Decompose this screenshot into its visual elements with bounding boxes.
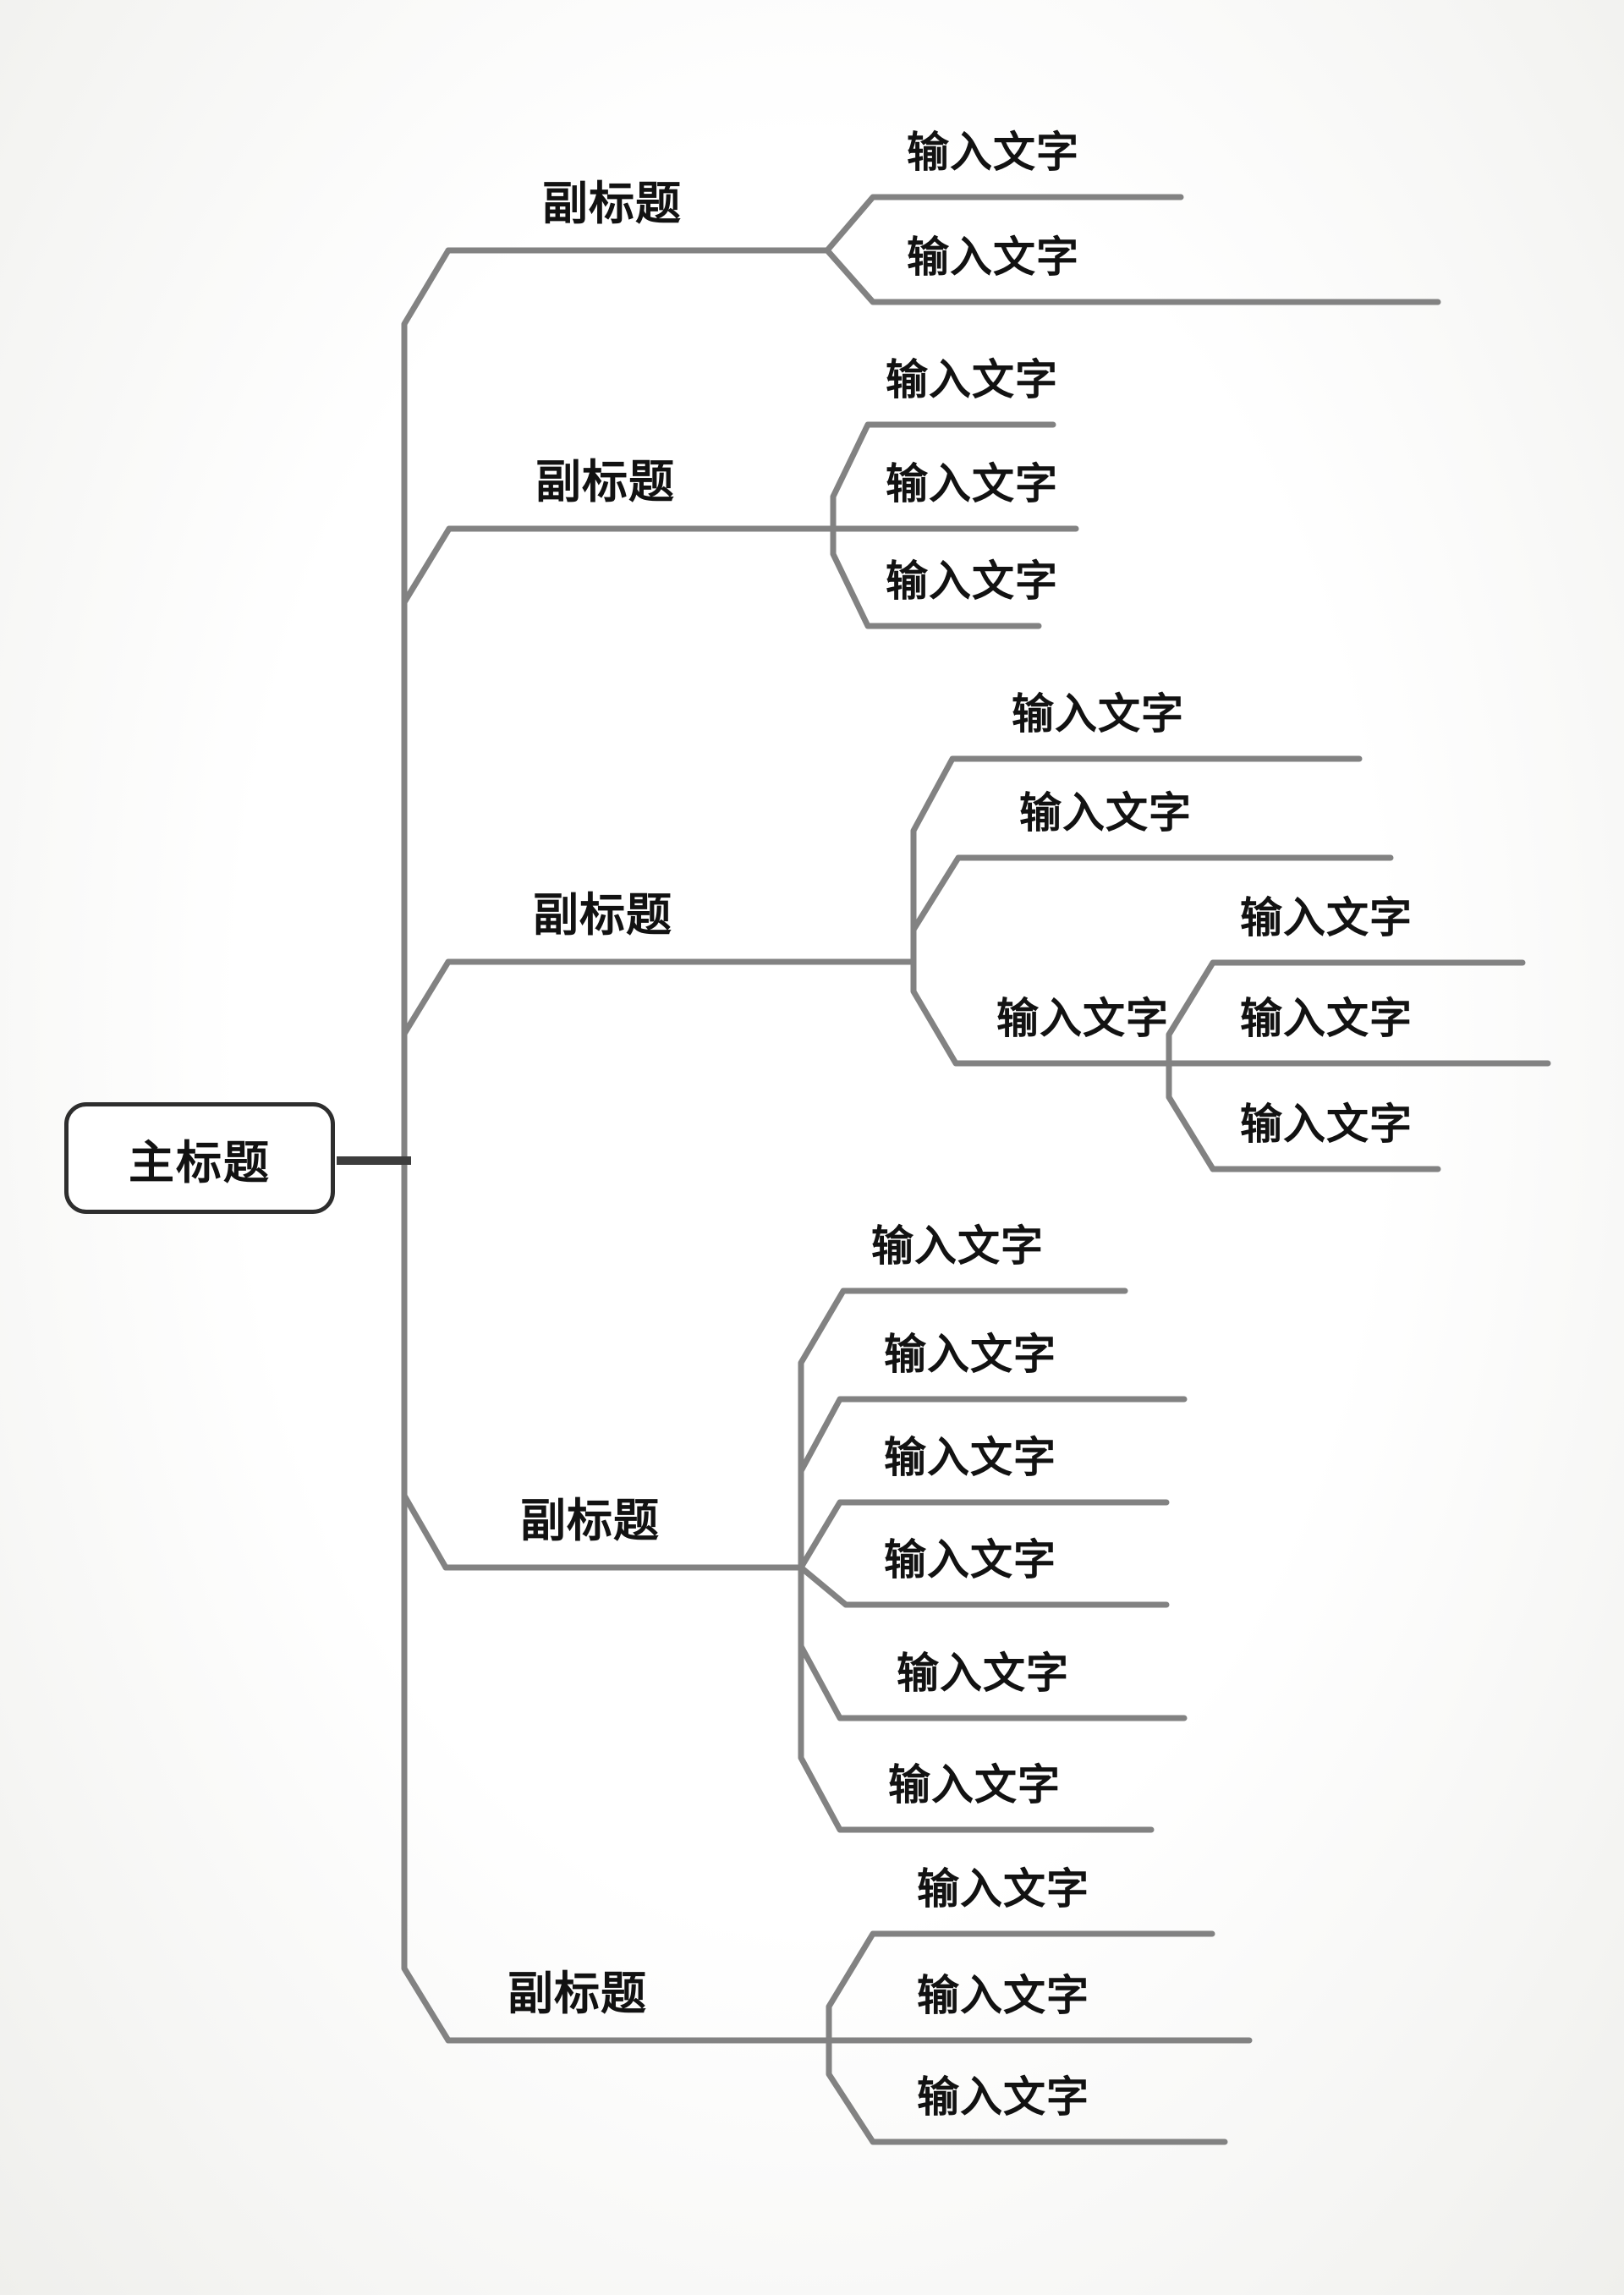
branch-5-subtopic-2[interactable]: 输入文字 (917, 1972, 1089, 2019)
branch-1-subtopic-2[interactable]: 输入文字 (907, 233, 1079, 281)
branch-2-topic[interactable]: 副标题 (535, 457, 675, 508)
branch-4-subtopic-1[interactable]: 输入文字 (871, 1222, 1044, 1270)
connector-branch-2-child-3 (830, 525, 1042, 629)
branch-2-subtopic-2[interactable]: 输入文字 (886, 460, 1058, 508)
connector-branch-4-child-3 (798, 1499, 1170, 1571)
trunk-line (401, 247, 452, 2044)
branch-5-subtopic-1[interactable]: 输入文字 (917, 1865, 1089, 1913)
branch-3-subtopic-2[interactable]: 输入文字 (1019, 789, 1192, 837)
branch-1-topic[interactable]: 副标题 (542, 178, 682, 229)
branch-3-subtopic-3[interactable]: 输入文字 (996, 995, 1169, 1042)
connector-branch-3-grandchild-3 (1166, 1060, 1441, 1172)
branch-3-topic[interactable]: 副标题 (533, 890, 672, 941)
connector-branch-3-child-2 (910, 854, 1394, 965)
root-topic-label: 主标题 (129, 1137, 271, 1189)
branch-3-subtopic-1[interactable]: 输入文字 (1012, 690, 1184, 738)
connector-branch-5-child-1 (826, 1930, 1215, 2044)
connector-trunk-branch-2 (401, 525, 453, 606)
connector-branch-5-child-3 (826, 2037, 1228, 2145)
branch-4-subtopic-3[interactable]: 输入文字 (884, 1434, 1056, 1481)
root-topic[interactable]: 主标题 (64, 1102, 335, 1214)
branch-4-topic[interactable]: 副标题 (520, 1496, 660, 1546)
connector-branch-3-grandchild-1 (1166, 959, 1526, 1067)
branch-3-subtopic-3-child-2[interactable]: 输入文字 (1240, 995, 1413, 1042)
connector-branch-4-child-2 (798, 1396, 1188, 1571)
connector-trunk-branch-4 (401, 1492, 449, 1571)
branch-5-topic[interactable]: 副标题 (508, 1968, 647, 2019)
branch-3-subtopic-3-child-3[interactable]: 输入文字 (1240, 1101, 1413, 1148)
connector-branch-2-child-1 (830, 421, 1056, 532)
connector-branch-4-child-4 (798, 1564, 1170, 1608)
connector-branch-4-child-6 (798, 1564, 1155, 1833)
connector-branch-1-child-1 (824, 194, 1184, 254)
connector-branch-1-child-2 (824, 247, 1441, 305)
connector-branch-3-child-1 (910, 755, 1363, 965)
branch-3-subtopic-3-child-1[interactable]: 输入文字 (1240, 894, 1413, 942)
branch-4-subtopic-4[interactable]: 输入文字 (884, 1536, 1056, 1584)
connector-trunk-branch-3 (401, 958, 452, 1037)
branch-4-subtopic-2[interactable]: 输入文字 (884, 1331, 1056, 1378)
branch-1-subtopic-1[interactable]: 输入文字 (907, 129, 1079, 176)
branch-4-subtopic-6[interactable]: 输入文字 (888, 1761, 1061, 1809)
branch-2-subtopic-1[interactable]: 输入文字 (886, 356, 1058, 404)
connector-branch-3-child-3 (910, 958, 1172, 1067)
branch-2-subtopic-3[interactable]: 输入文字 (886, 557, 1058, 605)
branch-5-subtopic-3[interactable]: 输入文字 (917, 2073, 1089, 2121)
branch-4-subtopic-5[interactable]: 输入文字 (897, 1650, 1069, 1697)
